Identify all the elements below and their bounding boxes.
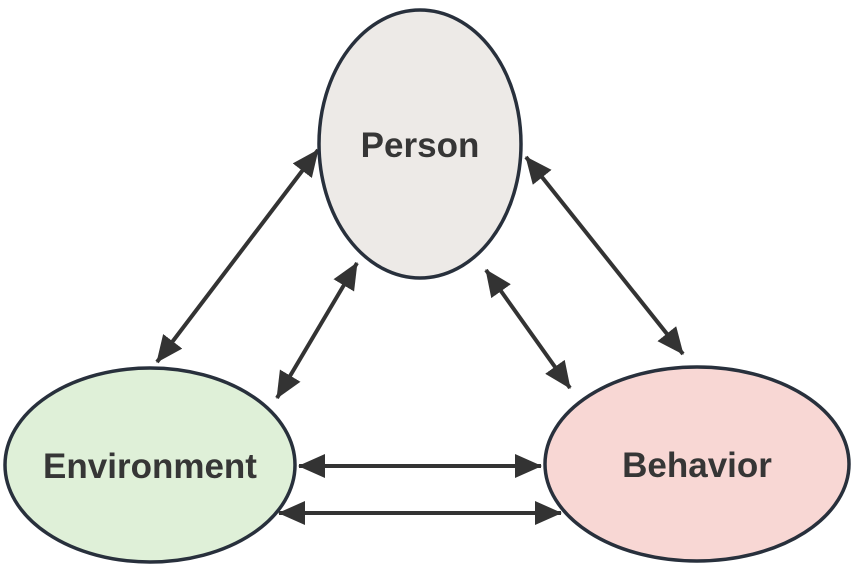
- person-node: [317, 8, 523, 280]
- person-label: Person: [361, 126, 480, 165]
- edge-person-behavior-outer: [524, 155, 685, 356]
- environment-label: Environment: [43, 447, 257, 486]
- edge-person-behavior-inner: [484, 268, 572, 390]
- edge-person-environment-outer: [155, 148, 320, 364]
- edge-person-environment-inner: [275, 261, 359, 400]
- behavior-label: Behavior: [622, 446, 772, 485]
- environment-node: [3, 366, 297, 564]
- behavior-node: [543, 365, 851, 563]
